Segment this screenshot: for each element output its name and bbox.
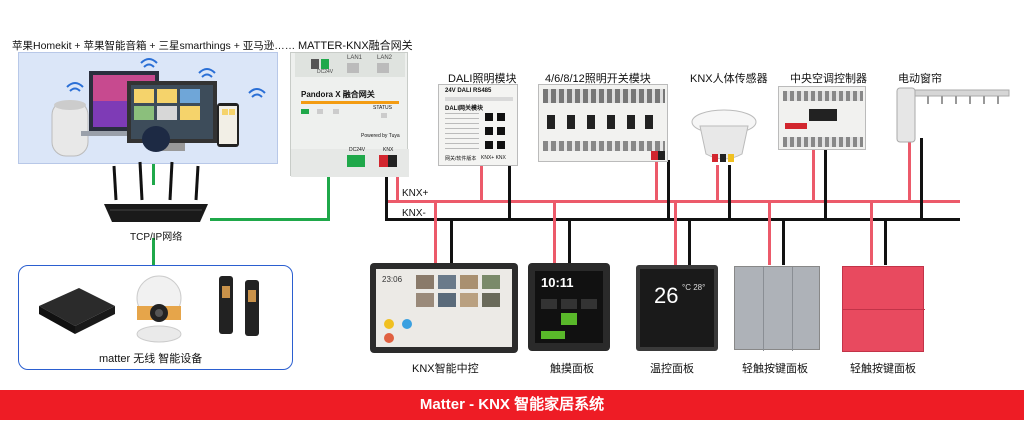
matter-knx-gateway: LAN1 LAN2 DC24V Pandora X 融合网关 STATUS Po… — [290, 52, 409, 177]
touch-panel-label: 触摸面板 — [550, 363, 594, 375]
dali-module-label: DALI照明模块 — [448, 73, 517, 85]
switch-module-label: 4/6/8/12照明开关模块 — [545, 73, 651, 85]
ecosystem-image — [18, 52, 278, 164]
knx-central-control: 23:06 — [370, 263, 518, 353]
switch-module — [538, 84, 668, 162]
knx-minus-label: KNX- — [402, 208, 426, 219]
knx-plus-bus — [385, 200, 960, 203]
thermostat-panel: 26 °C 28° — [636, 265, 718, 351]
ip-wire-horizontal — [210, 218, 330, 221]
hvac-controller — [778, 86, 866, 150]
light-key-panel-label-1: 轻触按键面板 — [742, 363, 808, 375]
tcpip-label: TCP/IP网络 — [130, 232, 183, 243]
router-icon — [104, 161, 208, 222]
central-control-label: KNX智能中控 — [412, 363, 479, 375]
thermostat-label: 温控面板 — [650, 363, 694, 375]
ip-wire-matter — [152, 238, 155, 266]
gateway-powered: Powered by Tuya — [361, 133, 400, 139]
system-title-banner: Matter - KNX 智能家居系统 — [0, 390, 1024, 420]
ecosystems-label: 苹果Homekit + 苹果智能音箱 + 三星smarthings + 亚马逊…… — [12, 40, 296, 52]
gateway-title: MATTER-KNX融合网关 — [298, 40, 413, 52]
ecosystem-devices-illustration — [51, 58, 266, 157]
touch-panel: 10:11 — [528, 263, 610, 351]
router — [100, 160, 212, 228]
hvac-label: 中央空调控制器 — [790, 73, 867, 85]
matter-devices-label: matter 无线 智能设备 — [99, 353, 203, 365]
ip-wire-eco — [152, 163, 155, 185]
knx-plus-label: KNX+ — [402, 188, 429, 199]
electric-curtain — [893, 84, 1011, 144]
matter-devices-group: matter 无线 智能设备 — [18, 265, 293, 370]
gateway-knx-minus-drop — [385, 168, 388, 221]
gateway-brand: Pandora X 融合网关 — [301, 90, 375, 99]
ip-wire-gateway — [327, 172, 330, 221]
dali-module: 24V DALI RS485 DALI网关模块 网关/软件版本 KNX+ KNX — [438, 84, 518, 166]
motion-sensor-icon — [691, 109, 757, 162]
light-key-panel-label-2: 轻触按键面板 — [850, 363, 916, 375]
gateway-knx-plus-drop — [396, 168, 399, 203]
sensor-label: KNX人体传感器 — [690, 73, 768, 85]
light-touch-key-panel-red — [842, 266, 925, 352]
knx-motion-sensor — [690, 102, 758, 166]
curtain-label: 电动窗帘 — [898, 73, 942, 85]
light-touch-key-panel-gray — [734, 266, 820, 351]
curtain-motor-icon — [896, 87, 1010, 143]
knx-minus-bus — [385, 218, 960, 221]
matter-devices-illustration — [39, 275, 259, 343]
